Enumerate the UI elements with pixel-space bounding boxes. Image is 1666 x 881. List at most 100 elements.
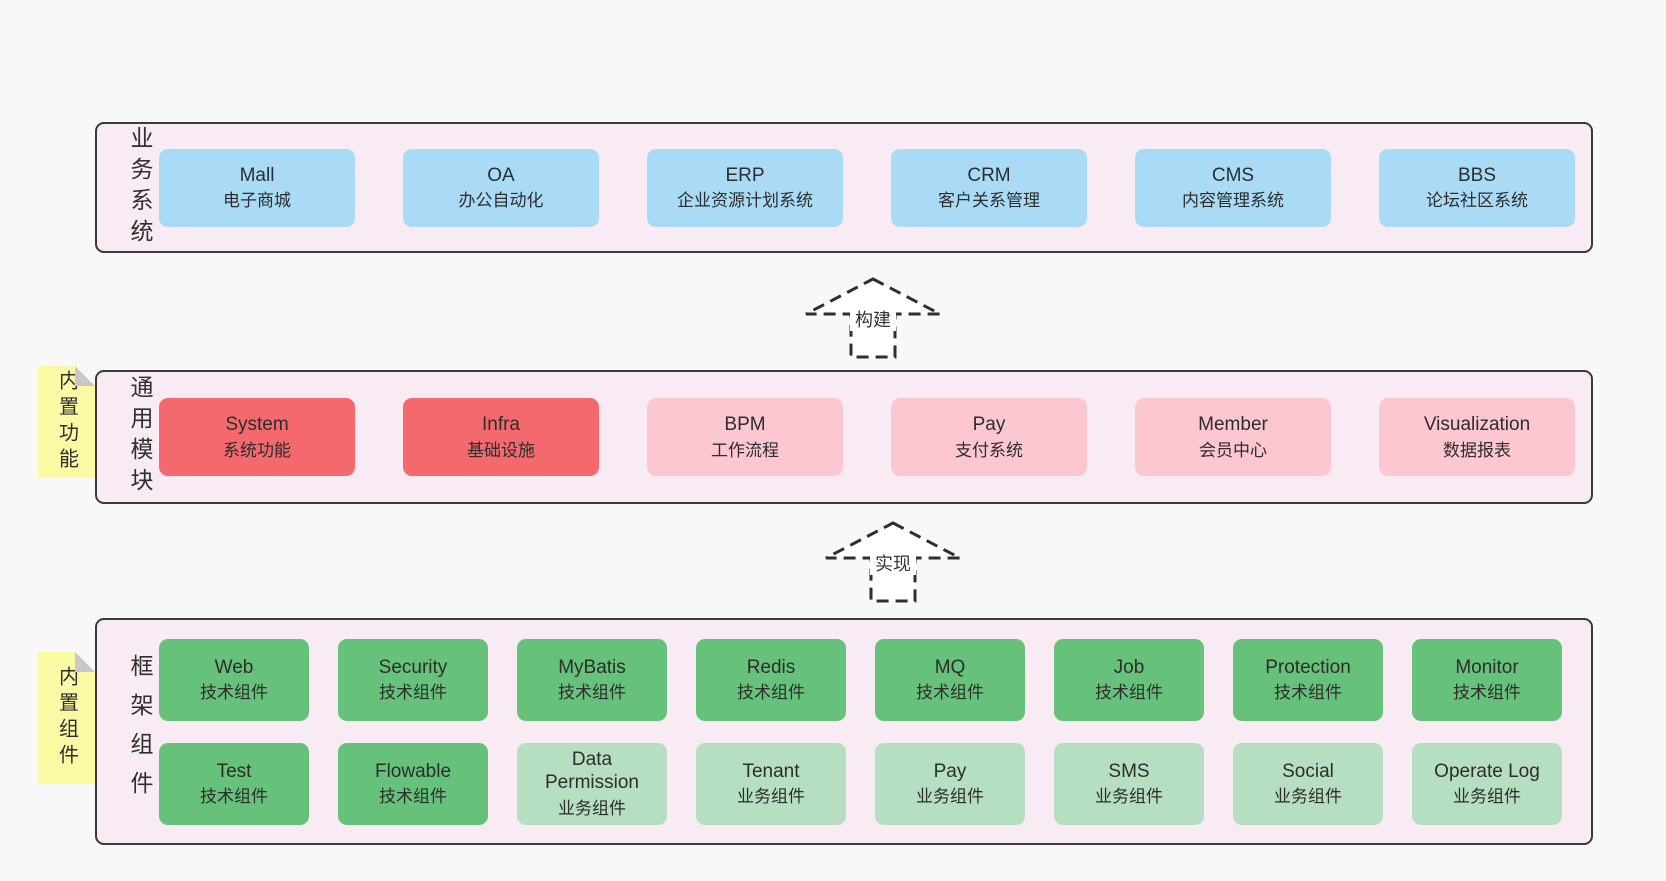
box-subtitle: 会员中心 — [1199, 440, 1267, 460]
box-subtitle: 技术组件 — [558, 683, 626, 703]
box-system: System 系统功能 — [159, 398, 355, 476]
box-data-permission: Data Permission 业务组件 — [517, 742, 667, 825]
box-subtitle: 技术组件 — [1274, 683, 1342, 703]
box-subtitle: 技术组件 — [916, 683, 984, 703]
arrow-build: 构建 — [803, 276, 943, 360]
arrow-implement-label: 实现 — [875, 554, 911, 574]
box-title: Redis — [746, 656, 796, 678]
panel-label-business-systems: 业务系统 — [127, 125, 153, 250]
box-subtitle: 基础设施 — [467, 440, 535, 460]
box-social: Social 业务组件 — [1233, 742, 1383, 825]
box-subtitle: 工作流程 — [711, 440, 779, 460]
box-title: MyBatis — [558, 656, 626, 678]
box-title: Monitor — [1455, 656, 1519, 678]
box-sms: SMS 业务组件 — [1054, 742, 1204, 825]
box-pay: Pay 业务组件 — [875, 742, 1025, 825]
box-tenant: Tenant 业务组件 — [696, 742, 846, 825]
box-subtitle: 业务组件 — [737, 787, 805, 807]
box-title: ERP — [725, 164, 765, 186]
box-mybatis: MyBatis 技术组件 — [517, 638, 667, 721]
box-title: Tenant — [742, 760, 800, 782]
box-title: Test — [216, 760, 252, 782]
box-pay: Pay 支付系统 — [891, 398, 1087, 476]
box-title: Pay — [933, 760, 967, 782]
box-subtitle: 业务组件 — [916, 787, 984, 807]
box-bpm: BPM 工作流程 — [647, 398, 843, 476]
box-subtitle: 办公自动化 — [458, 191, 544, 211]
box-job: Job 技术组件 — [1054, 638, 1204, 721]
box-web: Web 技术组件 — [159, 638, 309, 721]
box-title: Protection — [1265, 656, 1351, 678]
arrow-up-dashed-icon: 实现 — [825, 521, 961, 603]
arrow-implement: 实现 — [823, 519, 963, 605]
box-title: Social — [1282, 760, 1334, 782]
box-title: Member — [1198, 414, 1268, 435]
business-systems-box-row: Mall 电子商城 OA 办公自动化 ERP 企业资源计划系统 CRM 客户关系管理 CMS 内容… — [151, 148, 1591, 227]
box-title: SMS — [1108, 760, 1150, 782]
box-subtitle: 内容管理系统 — [1182, 191, 1284, 211]
box-subtitle: 技术组件 — [1095, 683, 1163, 703]
box-subtitle: 技术组件 — [1453, 683, 1521, 703]
box-title: MQ — [934, 656, 966, 678]
box-title: Job — [1113, 656, 1145, 678]
box-title: Operate Log — [1434, 760, 1540, 782]
box-crm: CRM 客户关系管理 — [891, 148, 1087, 227]
box-subtitle: 业务组件 — [1274, 787, 1342, 807]
box-infra: Infra 基础设施 — [403, 398, 599, 476]
panel-label-common-modules: 通用模块 — [127, 375, 153, 499]
box-subtitle: 业务组件 — [558, 799, 626, 819]
box-subtitle: 技术组件 — [379, 787, 447, 807]
box-subtitle: 企业资源计划系统 — [677, 191, 813, 211]
box-title: Data Permission — [545, 748, 639, 794]
box-subtitle: 系统功能 — [223, 440, 291, 460]
box-title: CMS — [1211, 164, 1255, 186]
box-cms: CMS 内容管理系统 — [1135, 148, 1331, 227]
arrow-up-dashed-icon: 构建 — [805, 277, 941, 359]
box-subtitle: 业务组件 — [1453, 787, 1521, 807]
box-title: Pay — [972, 414, 1006, 435]
box-member: Member 会员中心 — [1135, 398, 1331, 476]
box-subtitle: 电子商城 — [223, 191, 291, 211]
common-modules-box-row: System 系统功能 Infra 基础设施 BPM 工作流程 Pay 支付系统 Member 会… — [151, 398, 1591, 476]
sticky-tab-label: 内置组件 — [55, 666, 78, 770]
box-subtitle: 技术组件 — [379, 683, 447, 703]
box-title: Visualization — [1423, 414, 1531, 435]
box-mall: Mall 电子商城 — [159, 148, 355, 227]
box-subtitle: 支付系统 — [955, 440, 1023, 460]
box-oa: OA 办公自动化 — [403, 148, 599, 227]
box-test: Test 技术组件 — [159, 742, 309, 825]
box-subtitle: 论坛社区系统 — [1426, 191, 1528, 211]
box-title: BBS — [1457, 164, 1497, 186]
box-title: BPM — [724, 414, 766, 435]
box-monitor: Monitor 技术组件 — [1412, 638, 1562, 721]
sticky-tab-builtin-features: 内置功能 — [38, 366, 95, 478]
panel-label-framework-components: 框架组件 — [127, 653, 153, 810]
box-title: OA — [487, 164, 515, 186]
box-protection: Protection 技术组件 — [1233, 638, 1383, 721]
panel-business-systems: 业务系统 Mall 电子商城 OA 办公自动化 ERP 企业资源计划系统 CRM 客户关系管理… — [95, 122, 1593, 253]
box-mq: MQ 技术组件 — [875, 638, 1025, 721]
box-bbs: BBS 论坛社区系统 — [1379, 148, 1575, 227]
box-subtitle: 业务组件 — [1095, 787, 1163, 807]
box-title: Web — [214, 656, 254, 678]
sticky-tab-builtin-components: 内置组件 — [38, 652, 95, 784]
box-operate-log: Operate Log 业务组件 — [1412, 742, 1562, 825]
box-subtitle: 客户关系管理 — [938, 191, 1040, 211]
box-title: Mall — [239, 164, 275, 186]
sticky-tab-label: 内置功能 — [55, 370, 78, 474]
box-subtitle: 技术组件 — [737, 683, 805, 703]
box-subtitle: 技术组件 — [200, 683, 268, 703]
arrow-build-label: 构建 — [855, 310, 891, 330]
box-subtitle: 技术组件 — [200, 787, 268, 807]
box-redis: Redis 技术组件 — [696, 638, 846, 721]
box-title: CRM — [967, 164, 1011, 186]
box-title: System — [225, 414, 289, 435]
box-title: Infra — [481, 414, 521, 435]
